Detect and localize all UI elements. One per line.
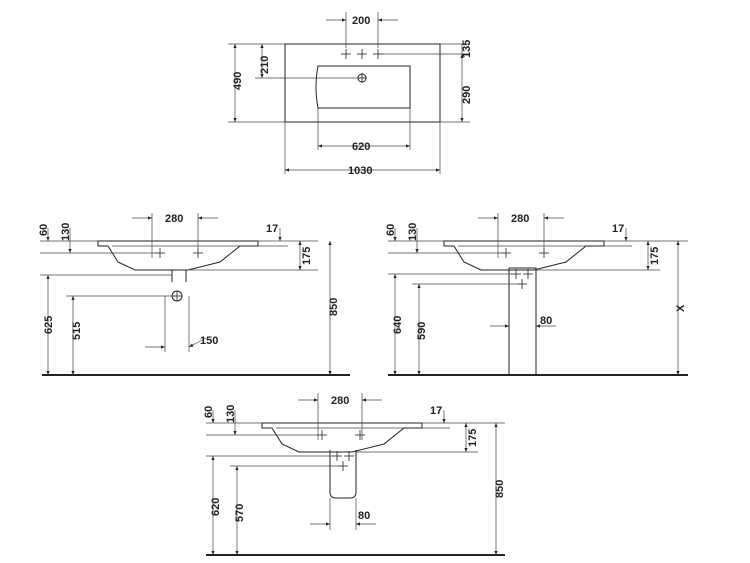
dim-570: 570	[234, 504, 246, 522]
side-view-wall-mounted: 280 60 130 17 175 850 625 515 150	[38, 213, 350, 376]
dim-850: 850	[494, 480, 506, 498]
side-view-semi-pedestal: 280 60 130 17 175 850 620 570 80	[203, 393, 506, 556]
basin-outline-top	[284, 43, 441, 123]
basin-profile	[443, 240, 605, 271]
tap-hole-mark	[356, 48, 368, 60]
dim-590: 590	[416, 322, 428, 340]
dim-210: 210	[259, 56, 271, 74]
dim-60: 60	[385, 224, 397, 236]
dim-17: 17	[266, 223, 278, 235]
dim-150: 150	[200, 335, 218, 347]
dim-620: 620	[352, 141, 370, 153]
dim-80: 80	[358, 510, 370, 522]
dim-175: 175	[649, 247, 661, 265]
dim-640: 640	[392, 316, 404, 334]
dim-130: 130	[407, 223, 419, 241]
dim-280: 280	[331, 395, 349, 407]
dim-130: 130	[60, 223, 72, 241]
tap-hole-mark	[340, 48, 352, 60]
dim-x: X	[675, 304, 687, 312]
dim-130: 130	[225, 405, 237, 423]
semi-pedestal	[329, 450, 357, 499]
side-view-pedestal: 280 60 130 17 175 X 640 590 80	[385, 213, 688, 376]
dim-850: 850	[328, 298, 340, 316]
basin-profile	[97, 240, 259, 271]
dim-80: 80	[540, 315, 552, 327]
dim-60: 60	[203, 406, 215, 418]
dim-60: 60	[38, 224, 50, 236]
dim-620: 620	[210, 498, 222, 516]
dim-135: 135	[461, 40, 473, 58]
dim-200: 200	[352, 15, 370, 27]
basin-profile	[261, 422, 423, 453]
dim-1030: 1030	[348, 165, 372, 177]
dim-490: 490	[232, 72, 244, 90]
dim-280: 280	[165, 213, 183, 225]
dim-625: 625	[43, 316, 55, 334]
dim-175: 175	[467, 429, 479, 447]
pedestal	[508, 267, 537, 375]
dim-17: 17	[430, 405, 442, 417]
bowl-outline-top	[315, 65, 411, 109]
dim-17: 17	[612, 223, 624, 235]
dim-175: 175	[301, 247, 313, 265]
dim-515: 515	[71, 322, 83, 340]
top-view: 200 490 210 135 290 620 1030	[228, 12, 473, 177]
dim-280: 280	[511, 213, 529, 225]
dim-290: 290	[461, 86, 473, 104]
